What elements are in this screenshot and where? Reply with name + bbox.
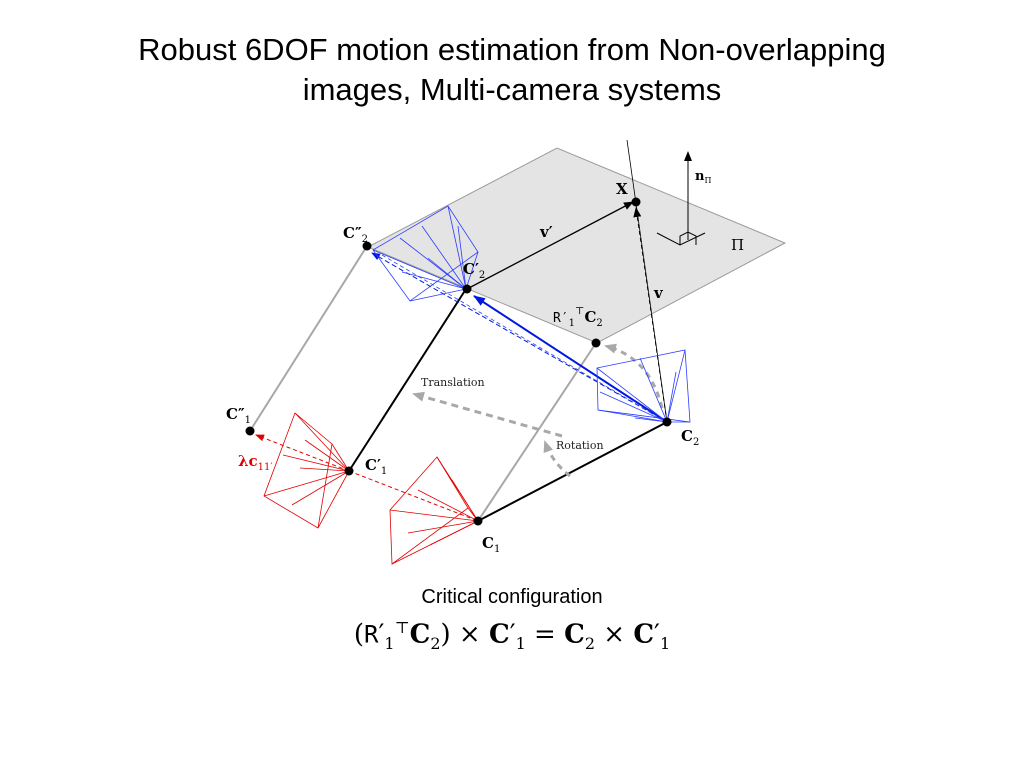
blue-main-arrow	[473, 295, 668, 423]
label-c2: C2	[681, 427, 699, 448]
camera-red-c1	[389, 456, 479, 565]
label-c2pp: C″2	[343, 224, 368, 245]
point-c2p	[462, 284, 472, 294]
red-dashed-line	[348, 470, 479, 522]
label-x: X	[616, 180, 628, 198]
eq-c: C	[409, 619, 431, 650]
eq-times: ×	[595, 619, 634, 650]
title-line-2: images, Multi-camera systems	[302, 72, 722, 107]
camera-red-c1p	[263, 412, 350, 529]
v-prime-arrow	[466, 201, 634, 290]
camera-blue-c2	[596, 349, 691, 423]
eq-c3-prime: ′	[654, 619, 660, 650]
eq-c2-sub: 2	[584, 633, 595, 653]
normal-right-angle	[656, 231, 706, 246]
leg-c1pp-c2pp	[249, 245, 368, 432]
eq-r-sup: ⊤	[394, 618, 410, 637]
label-c1: C1	[482, 534, 500, 555]
label-lambda-c: λc11′	[238, 452, 273, 473]
critical-configuration-equation: (R′1⊤C2) × C′1 = C2 × C′1	[0, 618, 1024, 653]
label-pi: Π	[731, 236, 744, 254]
point-c1	[473, 516, 483, 526]
label-v-prime: v′	[539, 223, 553, 241]
camera-blue-c2p	[372, 205, 479, 302]
eq-r-sub: 1	[384, 633, 395, 653]
red-lambda-arrow	[255, 434, 350, 472]
label-normal: nΠ	[695, 169, 711, 185]
slide-title: Robust 6DOF motion estimation from Non-o…	[0, 30, 1024, 110]
plane-pi	[366, 147, 787, 344]
blue-dashed-line	[381, 254, 668, 423]
point-c1p	[344, 466, 354, 476]
leg-c1-c2	[477, 421, 668, 522]
point-c2pp	[362, 241, 372, 251]
eq-r: R	[364, 620, 379, 649]
label-translation: Translation	[421, 376, 485, 389]
point-c1pp	[245, 426, 255, 436]
label-c1p: C′1	[365, 456, 387, 477]
translation-arrow	[412, 391, 563, 438]
ray-through-x	[626, 139, 668, 423]
eq-equals: =	[525, 619, 565, 650]
eq-c3-sub: 1	[659, 633, 671, 653]
label-v: v	[653, 284, 664, 302]
eq-c2: C	[564, 619, 585, 650]
leg-c1p-c2p	[348, 288, 467, 472]
eq-r-prime: ′	[378, 619, 385, 650]
eq-c1: C	[488, 619, 510, 650]
eq-c-sub: 2	[430, 633, 441, 653]
rotation-arrow-lower	[543, 440, 571, 478]
label-c2p: C′2	[463, 260, 485, 281]
eq-c1-sub: 1	[515, 633, 526, 653]
label-r1c2: R′1⊤C2	[553, 306, 603, 329]
point-c2	[662, 417, 672, 427]
leg-c1-rc2	[477, 342, 597, 522]
label-c1pp: C″1	[226, 405, 251, 426]
blue-dashed-arrow	[371, 252, 668, 423]
eq-open: (	[353, 619, 365, 650]
rotation-arrow-upper	[604, 343, 664, 409]
eq-c1-prime: ′	[509, 619, 516, 650]
point-x	[631, 197, 641, 207]
eq-close-times: ) ×	[440, 619, 489, 650]
point-r1c2	[591, 338, 601, 348]
title-line-1: Robust 6DOF motion estimation from Non-o…	[138, 32, 886, 67]
label-rotation: Rotation	[556, 439, 604, 452]
critical-configuration-caption: Critical configuration	[421, 586, 603, 608]
eq-c3: C	[633, 619, 655, 650]
